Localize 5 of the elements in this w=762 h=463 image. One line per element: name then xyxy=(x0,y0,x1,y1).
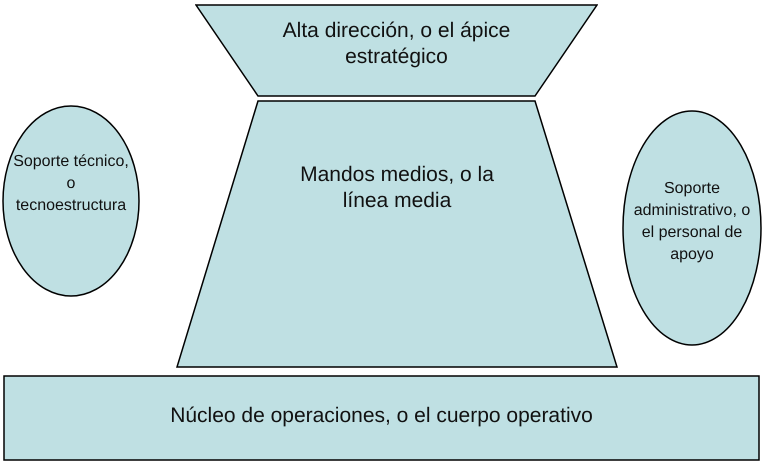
node-label: Soporte administrativo, o el personal de apoyo xyxy=(632,179,752,265)
node-label: Mandos medios, o la línea media xyxy=(299,162,495,214)
node-label: Núcleo de operaciones, o el cuerpo operativo xyxy=(169,403,594,429)
node-label: Alta dirección, o el ápice estratégico xyxy=(282,18,512,70)
node-label: Soporte técnico, o tecnoestructura xyxy=(12,152,130,216)
